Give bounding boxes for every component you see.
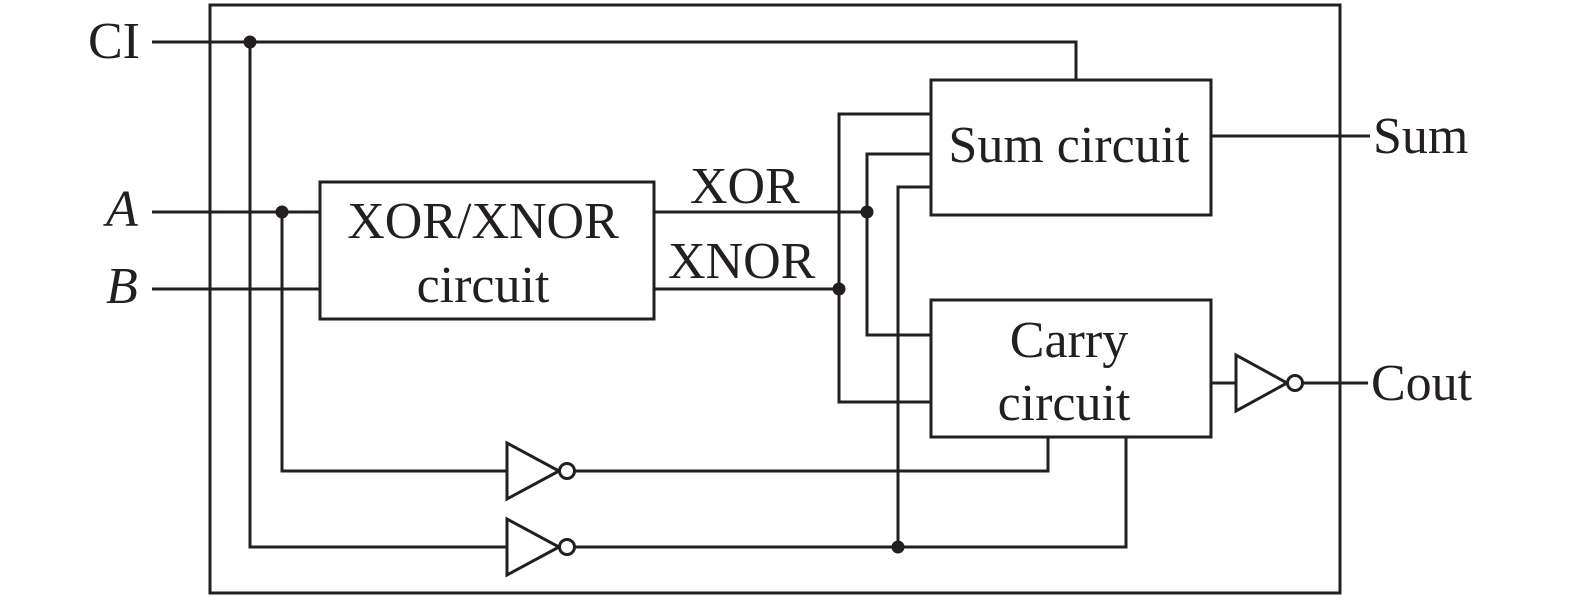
cout-inverter-icon: [1234, 352, 1291, 414]
xor-junction-dot: [860, 205, 874, 219]
a-bar-wire-to-carry: [575, 437, 1050, 473]
input-ci-label: CI: [88, 13, 140, 70]
a-inverter-bubble-icon: [558, 462, 576, 480]
output-cout-label: Cout: [1371, 355, 1473, 412]
a-wire-down: [280, 212, 507, 473]
xnor-bus: [837, 112, 931, 404]
cout-inverter-bubble-icon: [1286, 374, 1304, 392]
xnor-junction-dot: [832, 282, 846, 296]
xor-xnor-block-title: XOR/XNOR: [347, 193, 619, 250]
xor-signal-label: XOR: [690, 158, 800, 215]
ci-bar-bus: [896, 185, 931, 547]
xor-xnor-block: [318, 180, 656, 321]
sum-circuit-block: [929, 78, 1213, 217]
sum-circuit-label: Sum circuit: [948, 117, 1190, 174]
input-a-label: A: [103, 181, 138, 238]
carry-circuit-subtitle: circuit: [998, 375, 1131, 432]
ci-bar-wire-to-carry: [575, 437, 1128, 549]
ci-inverter-icon: [505, 516, 563, 578]
input-b-label: B: [106, 258, 138, 315]
ci-wire-to-sum: [152, 40, 1078, 80]
outer-frame: [208, 3, 1342, 595]
output-sum-label: Sum: [1373, 108, 1468, 165]
a-junction-dot: [275, 205, 289, 219]
xor-xnor-block-subtitle: circuit: [417, 257, 550, 314]
ci-junction-dot: [243, 35, 257, 49]
carry-circuit-block: [929, 298, 1213, 439]
a-inverter-icon: [505, 440, 563, 502]
carry-circuit-title: Carry: [1010, 312, 1128, 369]
ci-inverter-bubble-icon: [558, 538, 576, 556]
xnor-signal-label: XNOR: [668, 233, 816, 290]
ci-wire-down: [248, 42, 507, 549]
